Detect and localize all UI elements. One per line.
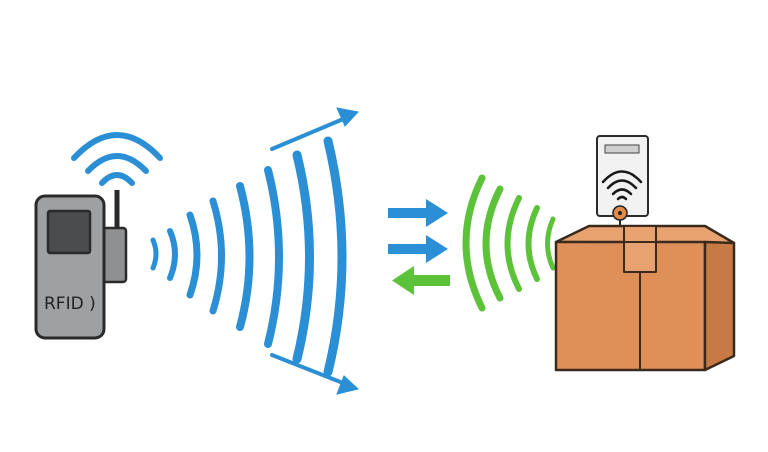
data-exchange-arrows [388, 199, 450, 295]
tag-response-waves [462, 174, 556, 312]
reader-signal-waves [150, 136, 347, 377]
arrow-left-icon [392, 266, 450, 295]
tag-label-strip [604, 144, 640, 154]
reader-label: RFID ) [44, 294, 96, 314]
rfid-tag [568, 135, 649, 237]
reader-screen [46, 209, 92, 255]
arrow-right-icon [388, 235, 448, 263]
arrow-down-right-icon [336, 375, 360, 395]
cardboard-box-icon [554, 224, 736, 372]
rfid-reader: RFID ) [34, 132, 163, 340]
arrow-right-icon [388, 199, 448, 227]
signal-spread-arrows [270, 107, 360, 395]
arrow-up-right-icon [336, 107, 359, 127]
tag-waves-icon [601, 170, 643, 201]
reader-antenna-waves-icon [71, 132, 163, 186]
